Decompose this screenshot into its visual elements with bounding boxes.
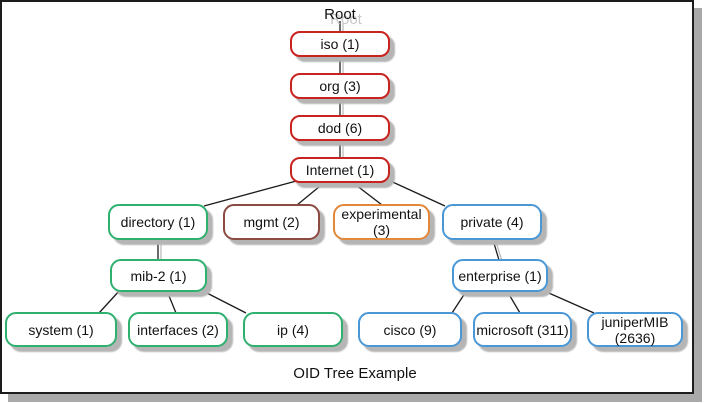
tree-node-interfaces: interfaces (2): [128, 312, 228, 347]
edge-enterprise-junipermib: [541, 289, 595, 314]
node-label: experimental (3): [341, 206, 422, 238]
root-label-shadow: Root: [330, 11, 362, 28]
node-label: system (1): [28, 321, 94, 338]
node-label: interfaces (2): [137, 321, 219, 338]
edge-enterprise-microsoft: [506, 290, 521, 314]
node-label: Internet (1): [305, 162, 375, 178]
tree-node-microsoft: microsoft (311): [473, 312, 572, 347]
tree-node-iso: iso (1): [290, 31, 390, 57]
edge-private-enterprise: [492, 239, 500, 261]
edge-mib2-interfaces: [166, 290, 177, 314]
tree-node-ip: ip (4): [243, 312, 343, 347]
root-label: Root: [324, 6, 356, 23]
tree-node-experimental: experimental (3): [333, 204, 430, 240]
node-label: dod (6): [317, 120, 363, 136]
tree-node-enterprise: enterprise (1): [452, 259, 548, 292]
tree-node-mgmt: mgmt (2): [223, 204, 320, 240]
node-label: mgmt (2): [243, 214, 300, 230]
node-label: directory (1): [120, 214, 196, 230]
node-label: microsoft (311): [476, 321, 569, 338]
node-label: private (4): [460, 214, 524, 230]
diagram-caption: OID Tree Example: [293, 365, 417, 382]
edge-internet-mgmt: [296, 181, 326, 206]
node-label: cisco (9): [383, 321, 437, 338]
tree-node-cisco: cisco (9): [358, 312, 462, 347]
edge-internet-directory: [203, 179, 301, 207]
node-label: juniperMIB (2636): [601, 313, 669, 346]
tree-node-mib-2: mib-2 (1): [110, 259, 207, 292]
tree-node-org: org (3): [290, 73, 390, 99]
node-label: mib-2 (1): [130, 267, 187, 284]
node-label: iso (1): [320, 36, 360, 52]
edge-mib2-system: [98, 289, 121, 314]
edge-enterprise-cisco: [451, 289, 468, 314]
tree-node-internet: Internet (1): [290, 157, 390, 183]
node-label: ip (4): [277, 321, 309, 338]
tree-node-system: system (1): [5, 312, 117, 347]
edge-mib2-ip: [200, 289, 247, 314]
tree-node-dod: dod (6): [290, 115, 390, 141]
node-label: org (3): [319, 78, 361, 94]
edge-shadow: [495, 241, 503, 262]
edge-internet-private: [385, 178, 446, 207]
edge-internet-experimental: [351, 181, 383, 206]
node-label: enterprise (1): [458, 267, 542, 284]
tree-node-directory: directory (1): [108, 204, 208, 240]
tree-node-junipermib: juniperMIB (2636): [587, 312, 683, 347]
tree-node-private: private (4): [442, 204, 542, 240]
